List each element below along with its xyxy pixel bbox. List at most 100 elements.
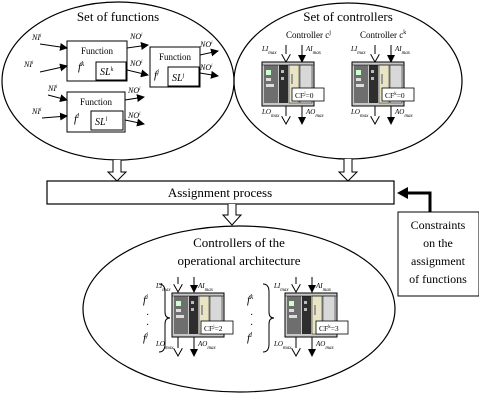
svg-text:AOmax: AOmax	[305, 108, 324, 119]
arch-right-ao: AO	[315, 340, 325, 348]
svg-text:NOi: NOi	[199, 63, 213, 72]
cj-cf-sup: j	[303, 92, 305, 97]
arch-right-lo: LO	[273, 340, 283, 348]
function-fj-sl-box	[167, 66, 200, 87]
arch-left-f-bottom-sup: j	[145, 331, 148, 339]
cj-cf-val: =0	[306, 91, 314, 100]
function-fk-sl-sup: k	[111, 67, 114, 73]
cj-lo-max: max	[271, 114, 280, 119]
svg-text:LImax: LImax	[350, 45, 366, 56]
svg-text:NIi: NIi	[31, 107, 42, 116]
ck-lo-max: max	[360, 114, 369, 119]
arch-left-f-top-sup: i	[146, 293, 148, 301]
svg-text:fi: fi	[143, 293, 148, 306]
arch-right-lo-max: max	[283, 346, 292, 351]
svg-text:AImax: AImax	[197, 282, 214, 293]
arch-left-ai: AI	[197, 282, 205, 290]
svg-text:NOi: NOi	[127, 111, 141, 120]
svg-text:AImax: AImax	[315, 282, 332, 293]
svg-text:LImax: LImax	[273, 282, 289, 293]
assignment-process-box	[46, 180, 395, 205]
controller-ck-cf-box	[381, 87, 415, 102]
function-fl-sl-box	[90, 110, 124, 131]
architecture-title-line-1: Controllers of the	[193, 235, 285, 250]
arch-right-ao-max: max	[325, 346, 334, 351]
svg-text:AOmax: AOmax	[394, 108, 413, 119]
ck-cf-val: =0	[397, 91, 405, 100]
svg-text:LImax: LImax	[261, 45, 277, 56]
svg-text:fj: fj	[143, 331, 148, 344]
arch-left-f-top: f	[143, 294, 148, 306]
arch-left-cf-val: =2	[215, 324, 223, 333]
svg-text:Controller ck: Controller ck	[360, 30, 406, 40]
svg-text:CFj=2: CFj=2	[204, 324, 223, 333]
functions-title: Set of functions	[77, 9, 159, 24]
arch-right-dot-2: ·	[250, 320, 253, 331]
controller-ck: Controller ck LImax AImax CFk=0 LOmax AO…	[350, 30, 415, 125]
assignment-process-label: Assignment process	[168, 185, 272, 200]
arch-left-dot-1: ·	[146, 310, 149, 321]
constraints-to-assignment-arrow	[407, 191, 432, 212]
ck-ai-max: max	[402, 51, 411, 56]
function-fj-sl-sup: j	[182, 73, 185, 79]
arch-left-ao: AO	[197, 340, 207, 348]
svg-text:fk: fk	[247, 293, 254, 306]
constraints-line-4: of functions	[409, 272, 467, 286]
fl-no2-sub: i	[139, 112, 141, 117]
svg-text:SLj: SLj	[172, 73, 185, 84]
svg-text:NOi: NOi	[127, 86, 141, 95]
svg-text:LOmax: LOmax	[273, 340, 292, 351]
hollow-arrow-assignment-down	[221, 204, 243, 226]
function-fj-block: Function fj SLj NOi NOi	[149, 40, 219, 88]
fk-no1-sub: i	[141, 33, 143, 38]
arch-left-cf-box	[200, 320, 234, 335]
controller-cj-cf-box	[291, 87, 325, 102]
architecture-controller-right: fk · · fl LImax AImax CFk=3 LOmax AOmax	[247, 277, 349, 357]
fk-ni2: NI	[23, 60, 32, 69]
ck-li: LI	[350, 45, 358, 53]
fj-no1: NO	[199, 40, 211, 49]
arch-right-ai: AI	[315, 282, 323, 290]
svg-text:CFj=0: CFj=0	[295, 91, 314, 100]
cj-ai-max: max	[313, 51, 322, 56]
cj-li-max: max	[268, 51, 277, 56]
svg-text:AImax: AImax	[305, 45, 322, 56]
function-fl-name: f	[74, 113, 79, 125]
fk-ni1-sub: i	[40, 34, 42, 39]
svg-text:LOmax: LOmax	[350, 108, 369, 119]
function-fk-label: Function	[81, 46, 114, 56]
function-fk-sl-box	[95, 61, 127, 81]
svg-text:Controller cj: Controller cj	[286, 30, 331, 40]
fk-no1: NO	[129, 32, 141, 41]
arch-right-li: LI	[273, 282, 281, 290]
cj-lo: LO	[261, 108, 271, 116]
svg-text:LOmax: LOmax	[155, 340, 174, 351]
controller-cj-sup: j	[328, 30, 331, 36]
arch-left-li-max: max	[162, 288, 171, 293]
fj-no2-sub: i	[211, 64, 213, 69]
arch-right-brace	[262, 283, 275, 353]
function-fl-sup: l	[77, 112, 79, 120]
arch-right-cf-val: =3	[331, 324, 339, 333]
arch-left-f-bottom: f	[143, 332, 148, 344]
svg-text:CFk=3: CFk=3	[319, 324, 339, 333]
svg-text:AOmax: AOmax	[197, 340, 216, 351]
svg-text:NIi: NIi	[31, 33, 42, 42]
fl-ni2-sub: i	[40, 108, 42, 113]
ck-ao-max: max	[404, 114, 413, 119]
arch-left-ai-max: max	[205, 288, 214, 293]
ck-li-max: max	[357, 51, 366, 56]
architecture-ellipse	[82, 225, 396, 393]
arch-left-li: LI	[155, 282, 163, 290]
arch-left-ao-max: max	[207, 346, 216, 351]
svg-text:NIi: NIi	[23, 60, 34, 69]
arch-left-cf-sup: j	[212, 325, 214, 330]
svg-text:NOi: NOi	[129, 32, 143, 41]
controller-cj-label: Controller c	[286, 30, 329, 40]
constraints-arrow-head	[397, 187, 408, 199]
svg-text:AImax: AImax	[394, 45, 411, 56]
arch-left-lo-max: max	[165, 346, 174, 351]
arch-right-li-max: max	[280, 288, 289, 293]
svg-text:fl: fl	[247, 331, 252, 344]
